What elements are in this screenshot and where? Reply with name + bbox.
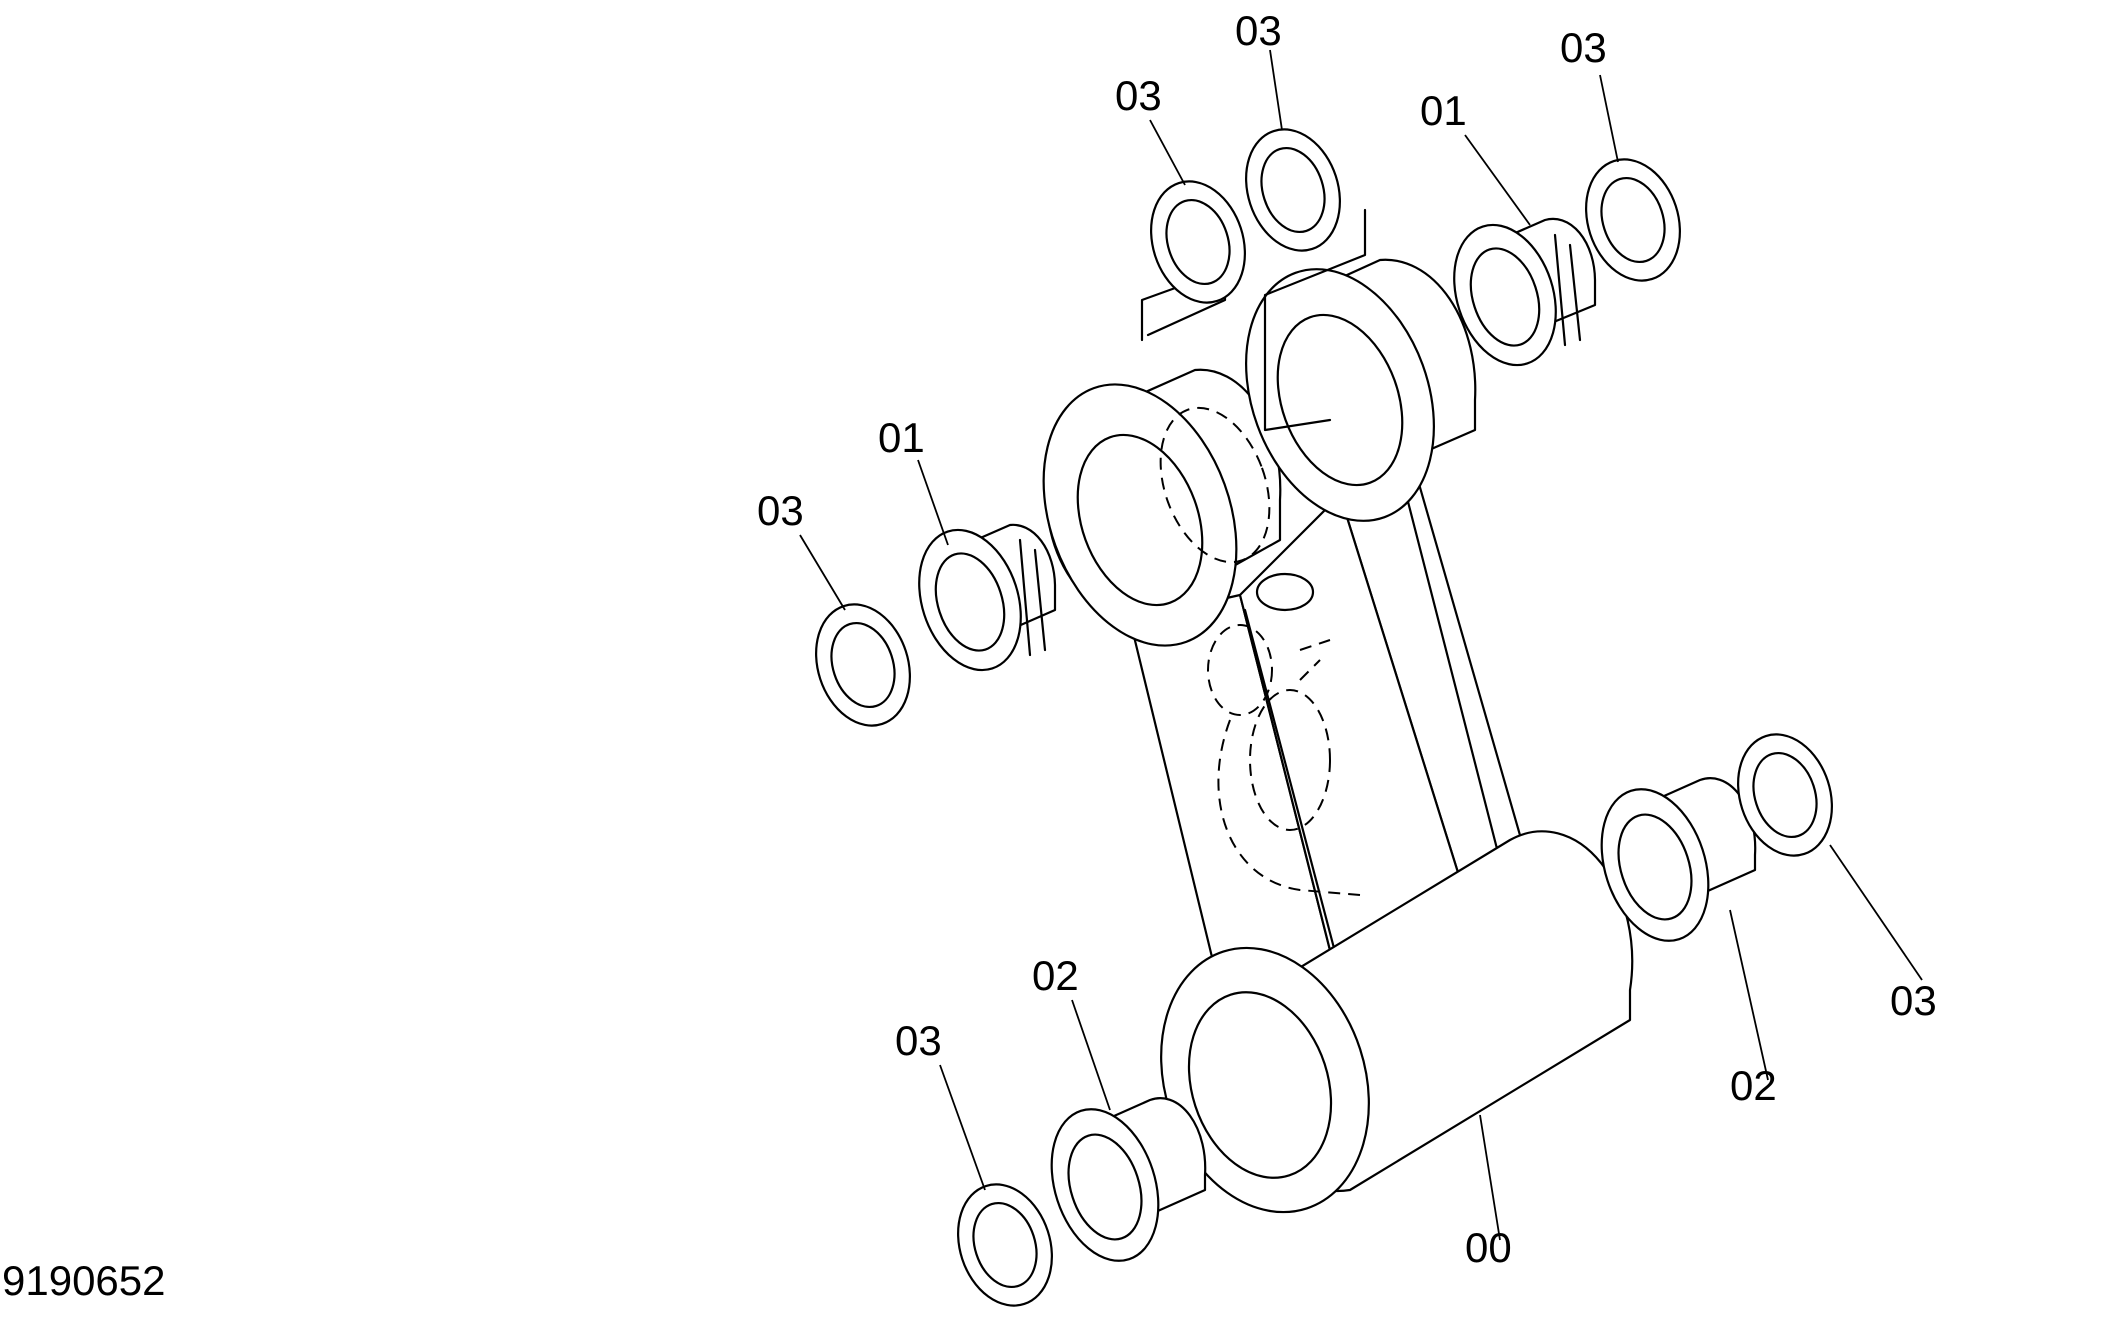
ring-03-right [1737,733,1833,857]
bushing-01-left [918,523,1057,672]
callout-labels: 03 03 03 01 01 03 02 03 00 02 03 [757,7,1937,1271]
callout-01-right: 01 [1420,87,1467,134]
callout-02-bottom-left: 02 [1032,952,1079,999]
bushing-01-right [1453,217,1597,367]
link-body [1128,468,1532,992]
lower-boss [1160,830,1634,1214]
callout-03-bottom-left: 03 [895,1017,942,1064]
figure-number: 9190652 [2,1257,166,1304]
callout-02-right: 02 [1730,1062,1777,1109]
upper-left-boss [1042,368,1282,647]
callout-03-top1: 03 [1115,72,1162,119]
ring-03-top2 [1245,128,1341,252]
bushing-02-left [1050,1097,1207,1262]
callout-03-right: 03 [1890,977,1937,1024]
ring-03-top3 [1585,158,1681,282]
callout-00: 00 [1465,1224,1512,1271]
ring-03-top1 [1150,180,1246,304]
callout-01-left: 01 [878,414,925,461]
leader-lines [799,49,1923,1241]
upper-right-boss [1140,208,1477,522]
callout-03-left: 03 [757,487,804,534]
callout-03-top3: 03 [1560,24,1607,71]
ring-03-left [815,603,911,727]
bushing-02-right [1600,777,1757,942]
callout-03-top2: 03 [1235,7,1282,54]
ring-03-bottom-left [957,1183,1053,1307]
